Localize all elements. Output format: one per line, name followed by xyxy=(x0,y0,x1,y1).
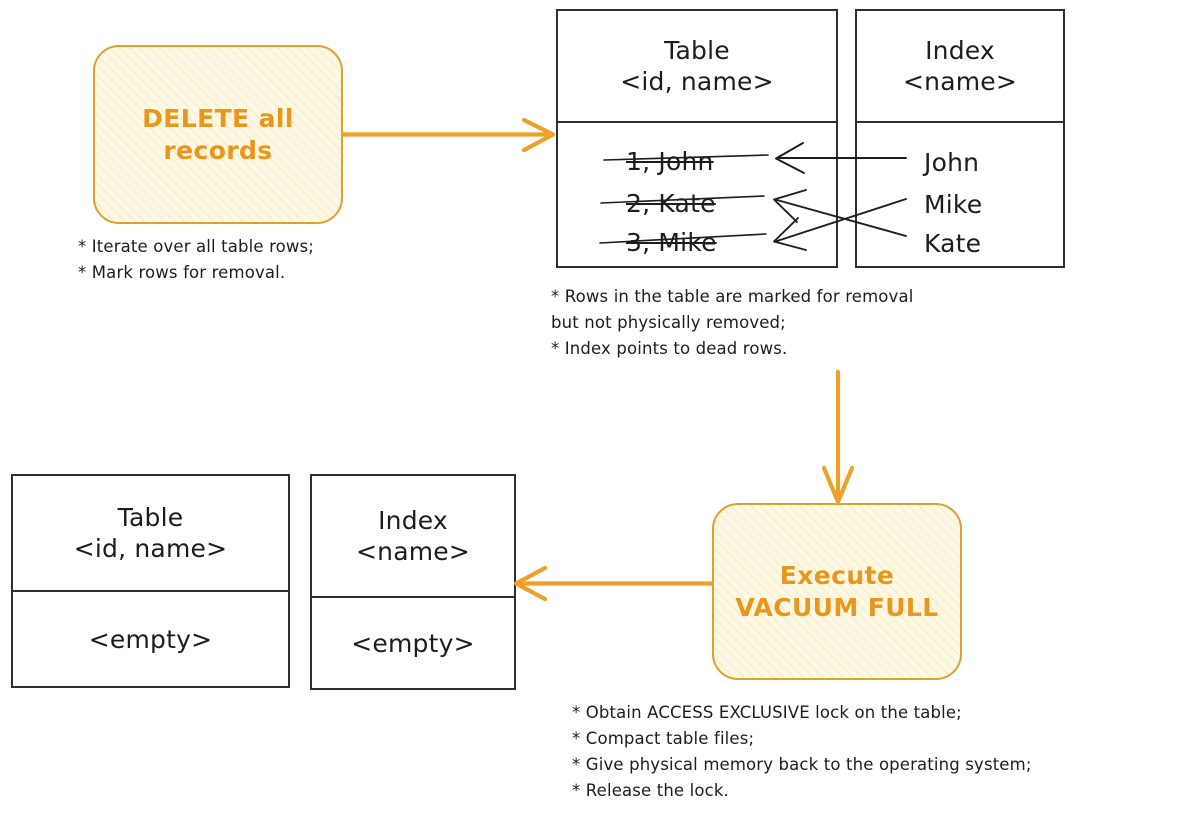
empty-index-body-label: <empty> xyxy=(351,628,475,658)
empty-index-header-label: Index <name> xyxy=(356,505,470,567)
empty-index-header-cell: Index <name> xyxy=(312,476,514,598)
vacuum-full-note: * Obtain ACCESS EXCLUSIVE lock on the ta… xyxy=(572,703,1032,801)
empty-table-header-label: Table <id, name> xyxy=(73,502,228,564)
table-row-list: 1, John 2, Kate 3, Mike xyxy=(558,123,836,268)
table-to-vacuum-arrow xyxy=(821,369,855,505)
dead-rows-note: * Rows in the table are marked for remov… xyxy=(551,287,914,359)
vacuum-to-empty-arrow xyxy=(513,565,715,602)
table-row: 1, John xyxy=(626,147,714,176)
table-header-label: Table <id, name> xyxy=(620,35,774,97)
index-entry: Kate xyxy=(924,229,982,258)
table-header-cell: Table <id, name> xyxy=(558,11,836,123)
table-with-dead-rows-box: Table <id, name> 1, John 2, Kate 3, Mike xyxy=(556,9,838,268)
delete-all-records-label: DELETE all records xyxy=(142,103,294,165)
index-with-dead-pointers-box: Index <name> John Mike Kate xyxy=(855,9,1065,268)
empty-index-body-cell: <empty> xyxy=(312,598,514,689)
table-rows-cell: 1, John 2, Kate 3, Mike xyxy=(558,123,836,268)
empty-table-body-label: <empty> xyxy=(88,624,213,654)
index-entry: John xyxy=(924,148,980,177)
empty-index-box: Index <name> <empty> xyxy=(310,474,516,690)
index-entry-list: John Mike Kate xyxy=(857,123,1063,268)
execute-vacuum-full-label: Execute VACUUM FULL xyxy=(735,560,939,622)
index-entry: Mike xyxy=(924,190,983,219)
empty-table-body-cell: <empty> xyxy=(13,592,288,687)
empty-table-header-cell: Table <id, name> xyxy=(13,476,288,592)
table-row: 3, Mike xyxy=(626,228,717,257)
index-entries-cell: John Mike Kate xyxy=(857,123,1063,268)
execute-vacuum-full-box[interactable]: Execute VACUUM FULL xyxy=(712,503,962,680)
index-header-cell: Index <name> xyxy=(857,11,1063,123)
delete-all-records-box[interactable]: DELETE all records xyxy=(93,45,343,224)
index-header-label: Index <name> xyxy=(903,35,1017,97)
table-row: 2, Kate xyxy=(626,189,716,218)
delete-step-note: * Iterate over all table rows; * Mark ro… xyxy=(78,237,315,283)
delete-to-table-arrow xyxy=(340,117,556,153)
empty-table-box: Table <id, name> <empty> xyxy=(11,474,290,688)
